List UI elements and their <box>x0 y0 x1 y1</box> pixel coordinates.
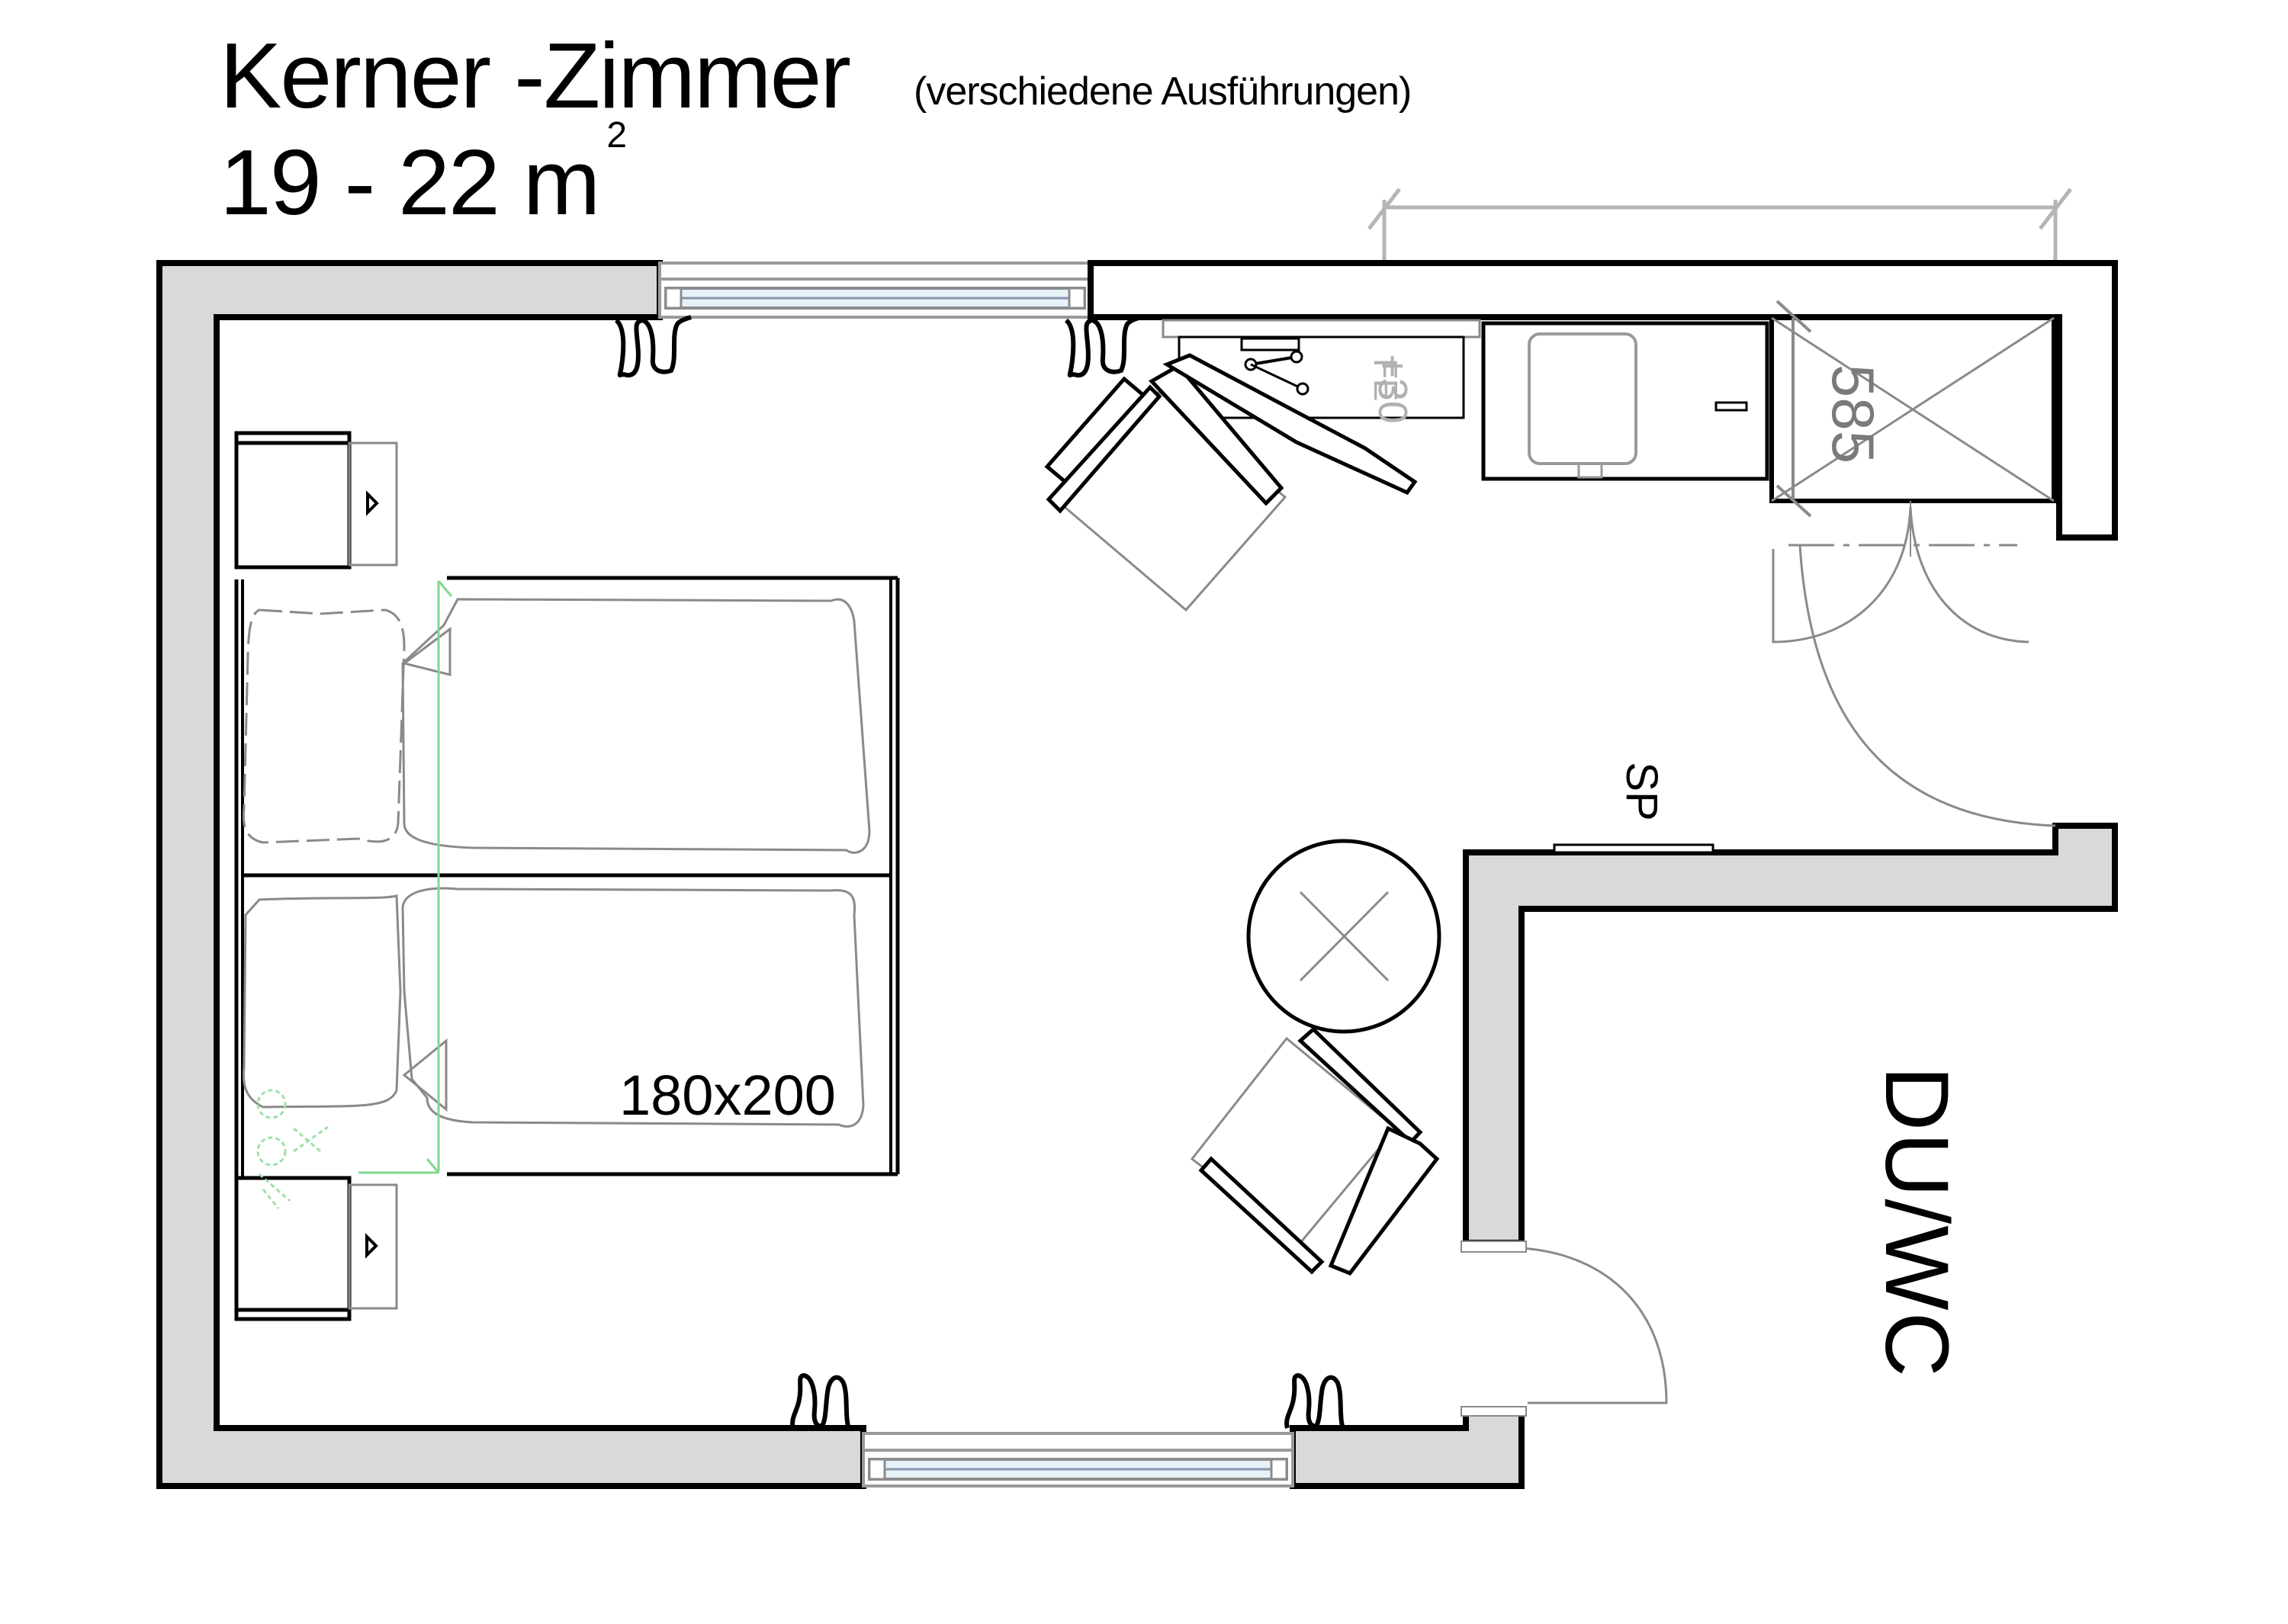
nightstand-top <box>234 431 398 570</box>
bathroom-door-swing <box>1461 1240 1668 1417</box>
bathroom-label: DU/WC <box>1866 1066 1967 1378</box>
mirror <box>1553 843 1714 854</box>
area-range: 19 - 22 m <box>220 130 600 234</box>
wardrobe-door-swing <box>1772 506 2029 644</box>
room-subtitle: (verschiedene Ausführungen) <box>914 69 1412 114</box>
wardrobe-dimension-label: 585 <box>1820 364 1887 464</box>
wall-bathroom <box>1463 823 2118 1246</box>
desk-height-glyph: FE <box>1367 358 1404 401</box>
plant-icon <box>256 1089 329 1209</box>
nightstand-bottom <box>234 1176 398 1321</box>
sink-cabinet <box>1481 321 1769 481</box>
desk: FE <box>1162 319 1481 419</box>
entry-door-swing <box>1798 544 2056 827</box>
mirror-label: SP <box>1617 762 1666 821</box>
drawer-arrow-icon <box>365 1233 378 1259</box>
wardrobe <box>1769 300 2056 557</box>
window-top <box>658 262 1092 319</box>
desk-chair <box>1044 353 1418 612</box>
round-table <box>1246 839 1441 1034</box>
window-bottom <box>862 1432 1294 1488</box>
double-bed <box>234 576 900 1209</box>
drawer-arrow-icon <box>366 490 379 516</box>
room-title: Kerner -Zimmer <box>220 24 851 127</box>
bed-size-label: 180x200 <box>619 1064 836 1127</box>
curtains <box>614 315 1345 1429</box>
area-exponent: 2 <box>606 115 627 156</box>
armchair <box>1190 1026 1440 1276</box>
desk-height-annotation: +30 <box>1370 354 1416 424</box>
wall-top-right <box>1088 260 2118 541</box>
wall-bottom-right <box>1290 1409 1525 1489</box>
